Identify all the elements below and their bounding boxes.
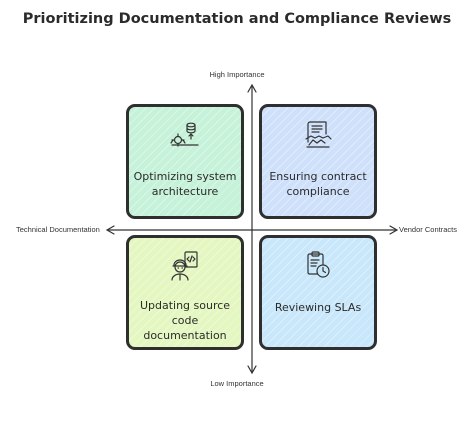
architecture-icon [129,119,241,149]
quadrant-top-right: Ensuring contract compliance [259,104,377,219]
axis-label-bottom: Low Importance [210,379,264,388]
quadrant-top-left: Optimizing system architecture [126,104,244,219]
quadrant-label: Ensuring contract compliance [269,170,367,198]
axis-label-right: Vendor Contracts [399,225,457,234]
axis-arrow-right [389,225,399,235]
axis-arrow-left [105,225,115,235]
axis-arrow-up [247,83,257,93]
axis-label-top: High Importance [209,70,265,79]
quadrant-bottom-right: Reviewing SLAs [259,235,377,350]
contract-icon [262,119,374,149]
quadrant-bottom-left: Updating source code documentation [126,235,244,350]
axis-arrow-down [247,365,257,375]
quadrant-label: Updating source code documentation [139,299,231,342]
developer-icon [129,250,241,281]
diagram-title: Prioritizing Documentation and Complianc… [22,11,452,27]
axis-label-left: Technical Documentation [16,225,100,234]
sla-clock-icon [262,250,374,280]
quadrant-label: Reviewing SLAs [274,301,362,314]
quadrant-label: Optimizing system architecture [133,170,237,198]
